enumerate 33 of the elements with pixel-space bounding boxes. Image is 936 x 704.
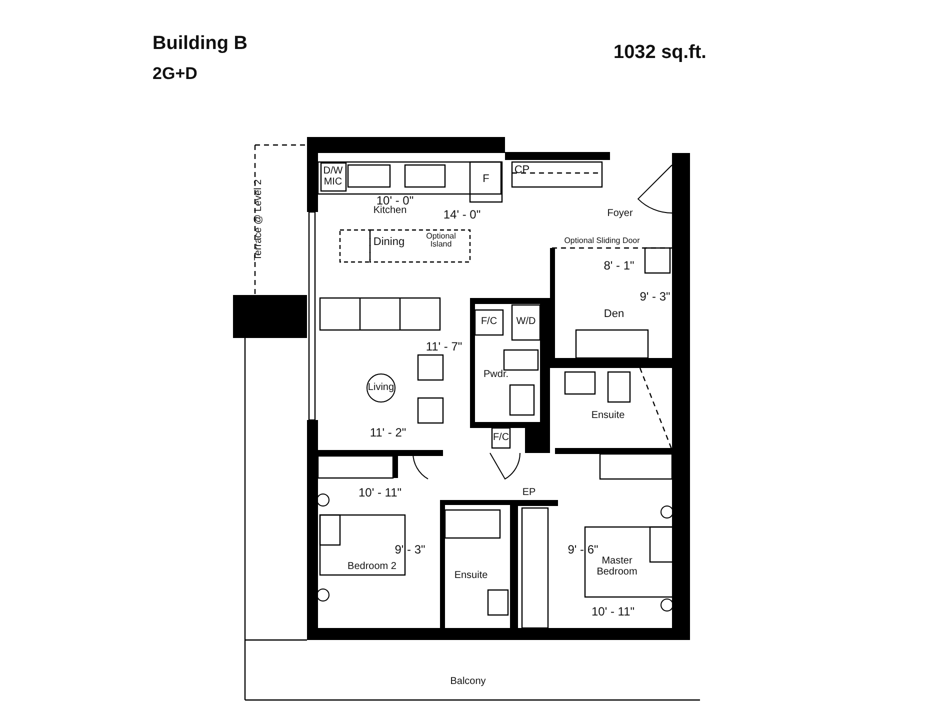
area-label: Balcony <box>450 676 486 688</box>
room-label: Dining <box>373 237 405 249</box>
appliance-label: F <box>482 174 490 186</box>
room-label: Pwdr. <box>484 370 508 380</box>
appliance-label: CP <box>514 165 530 177</box>
appliance-label: F/C <box>480 316 498 328</box>
dimension-label: 9' - 3" <box>640 290 670 304</box>
note-label: Optional Sliding Door <box>564 236 640 246</box>
area-label: Terrace @ Level 2 <box>254 179 264 261</box>
plan-type-text: 2G+D <box>152 65 198 83</box>
room-label: Ensuite <box>454 570 488 582</box>
room-label: Den <box>604 309 624 321</box>
dimension-label: 9' - 3" <box>394 544 426 556</box>
room-label: Foyer <box>607 208 633 220</box>
dimension-label: 14' - 0" <box>443 208 481 222</box>
room-label: Master Bedroom <box>596 556 638 578</box>
area-text: 1032 sq.ft. <box>614 43 706 63</box>
note-label: Optional Island <box>425 232 457 250</box>
dimension-label: 8' - 1" <box>604 260 634 272</box>
appliance-label: EP <box>522 488 536 498</box>
appliance-label: D/W MIC <box>322 166 344 188</box>
dimension-label: 11' - 7" <box>426 340 462 354</box>
room-label: Kitchen <box>373 206 407 216</box>
title-text: Building B <box>152 34 248 54</box>
dimension-label: 10' - 11" <box>358 486 402 500</box>
room-label: Living <box>368 382 394 394</box>
room-label: Bedroom 2 <box>348 562 396 572</box>
dimension-label: 10' - 11" <box>591 606 635 618</box>
dimension-label: 11' - 2" <box>370 426 406 440</box>
room-label: Ensuite <box>591 410 625 422</box>
dimension-label: 9' - 6" <box>568 544 598 556</box>
appliance-label: W/D <box>516 316 536 328</box>
appliance-label: F/C <box>492 432 510 444</box>
